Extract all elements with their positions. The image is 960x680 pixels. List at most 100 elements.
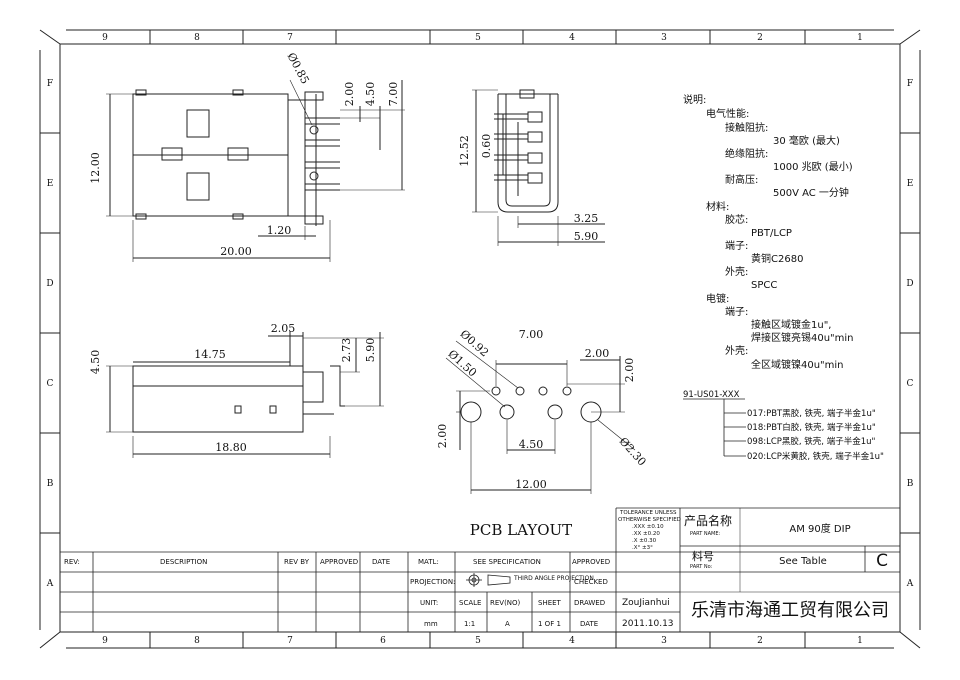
part-name-en: PART NAME: (690, 531, 721, 537)
sheet-label: SHEET (538, 599, 562, 607)
rev-by-header: REV BY (284, 558, 310, 566)
row-label: F (907, 79, 913, 89)
approved-header: APPROVED (320, 558, 358, 566)
col-label: 4 (569, 636, 575, 646)
rev-value: A (505, 620, 510, 628)
unit-value: mm (424, 620, 438, 628)
part-option: 018:PBT白胶, 铁壳, 端子半金1u" (747, 422, 876, 433)
part-code-options: 91-US01-XXX 017:PBT黑胶, 铁壳, 端子半金1u" 018:P… (683, 390, 884, 462)
part-code-tree (683, 398, 746, 457)
dim-label: 12.52 (458, 135, 471, 167)
part-no-cn: 料号 (692, 549, 714, 563)
col-label: 7 (287, 33, 293, 43)
dim-label: 5.90 (364, 338, 377, 363)
note-line: 端子: (725, 305, 748, 318)
date-header: DATE (372, 558, 390, 566)
desc-header: DESCRIPTION (160, 558, 207, 566)
title-block-text: TOLERANCE UNLESS OTHERWISE SPECIFIED .XX… (64, 510, 889, 629)
col-label: 9 (102, 33, 108, 43)
tolerance-line: .X ±0.30 (632, 538, 657, 544)
dim-label: 2.00 (343, 82, 356, 107)
row-label: D (906, 279, 913, 289)
dim-label: 20.00 (220, 245, 252, 258)
col-label: 3 (661, 33, 667, 43)
date-value: 2011.10.13 (622, 619, 674, 629)
row-label: B (47, 479, 54, 489)
row-label: E (47, 179, 54, 189)
row-label: B (907, 479, 914, 489)
dim-label: 4.50 (364, 82, 377, 107)
row-label: E (907, 179, 914, 189)
dim-label: 0.60 (480, 134, 493, 159)
checked-label: CHECKED (574, 578, 608, 586)
col-label: 7 (287, 636, 293, 646)
dim-label: 18.80 (215, 441, 247, 454)
note-line: 1000 兆欧 (最小) (773, 161, 853, 173)
note-line: PBT/LCP (751, 228, 792, 239)
note-line: 接触阻抗: (725, 121, 768, 134)
note-line: 电气性能: (706, 107, 749, 120)
projection-label: PROJECTION: (410, 578, 455, 586)
dim-label: 2.73 (340, 338, 353, 363)
end-view (472, 89, 605, 246)
dim-label: 7.00 (387, 82, 400, 107)
tolerance-line: OTHERWISE SPECIFIED (618, 517, 681, 523)
note-line: SPCC (751, 280, 777, 291)
tolerance-line: TOLERANCE UNLESS (619, 510, 677, 516)
side-view (106, 332, 384, 458)
part-option: 020:LCP米黄胶, 铁壳, 端子半金1u" (747, 451, 884, 462)
dim-label: 2.00 (623, 358, 636, 383)
end-view-dims: 12.52 0.60 3.25 5.90 (458, 134, 598, 243)
dim-label: 14.75 (194, 348, 226, 361)
top-view (106, 79, 405, 262)
rev-header: REV: (64, 558, 80, 566)
note-line: 外壳: (725, 344, 748, 357)
part-code: 91-US01-XXX (683, 390, 740, 400)
col-label: 8 (194, 33, 200, 43)
note-line: 外壳: (725, 265, 748, 278)
side-view-dims: 4.50 14.75 2.05 2.73 5.90 18.80 (89, 322, 377, 454)
dim-label: 4.50 (89, 350, 102, 375)
dim-label: 2.00 (585, 347, 610, 360)
spec-notes: 说明: 电气性能: 接触阻抗: 30 毫欧 (最大) 绝缘阻抗: 1000 兆欧… (683, 93, 854, 371)
company-name: 乐清市海通工贸有限公司 (691, 600, 889, 621)
top-view-dims: 12.00 20.00 1.20 2.00 4.50 7.00 Ø0.85 (89, 51, 400, 258)
note-line: 30 毫欧 (最大) (773, 134, 840, 147)
notes-heading: 说明: (683, 93, 706, 106)
sheet-value: 1 OF 1 (538, 620, 561, 628)
dim-label: 4.50 (519, 438, 544, 451)
dim-label: Ø1.50 (446, 347, 480, 379)
matl-label: MATL: (418, 558, 439, 566)
note-line: 黄铜C2680 (751, 252, 803, 265)
dim-label: 3.25 (574, 212, 599, 225)
row-label: D (46, 279, 53, 289)
col-label: 5 (475, 636, 481, 646)
note-line: 电镀: (706, 292, 729, 305)
col-label: 5 (475, 33, 481, 43)
row-label: C (47, 379, 54, 389)
col-label: 8 (194, 636, 200, 646)
col-label: 9 (102, 636, 108, 646)
note-line: 耐高压: (725, 173, 758, 186)
sheet-frame (39, 29, 921, 649)
frame-labels: 9 8 7 5 4 3 2 1 9 8 7 6 5 4 3 2 1 F E D … (46, 33, 914, 646)
col-label: 6 (380, 636, 386, 646)
note-line: 接触区域镀金1u", (751, 318, 831, 331)
row-label: C (907, 379, 914, 389)
dim-label: 7.00 (519, 328, 544, 341)
note-line: 绝缘阻抗: (725, 147, 768, 160)
revision-letter: C (876, 551, 888, 571)
dim-label: 2.05 (271, 322, 296, 335)
title-block-lines (60, 507, 900, 633)
row-label: A (46, 579, 54, 589)
date-label: DATE (580, 620, 598, 628)
row-label: F (47, 79, 53, 89)
row-label: A (906, 579, 914, 589)
col-label: 3 (661, 636, 667, 646)
note-line: 材料: (706, 200, 729, 213)
dim-label: Ø2.30 (617, 435, 649, 469)
dim-label: 12.00 (515, 478, 547, 491)
dim-label: Ø0.85 (284, 51, 311, 87)
approved-label: APPROVED (572, 558, 610, 566)
